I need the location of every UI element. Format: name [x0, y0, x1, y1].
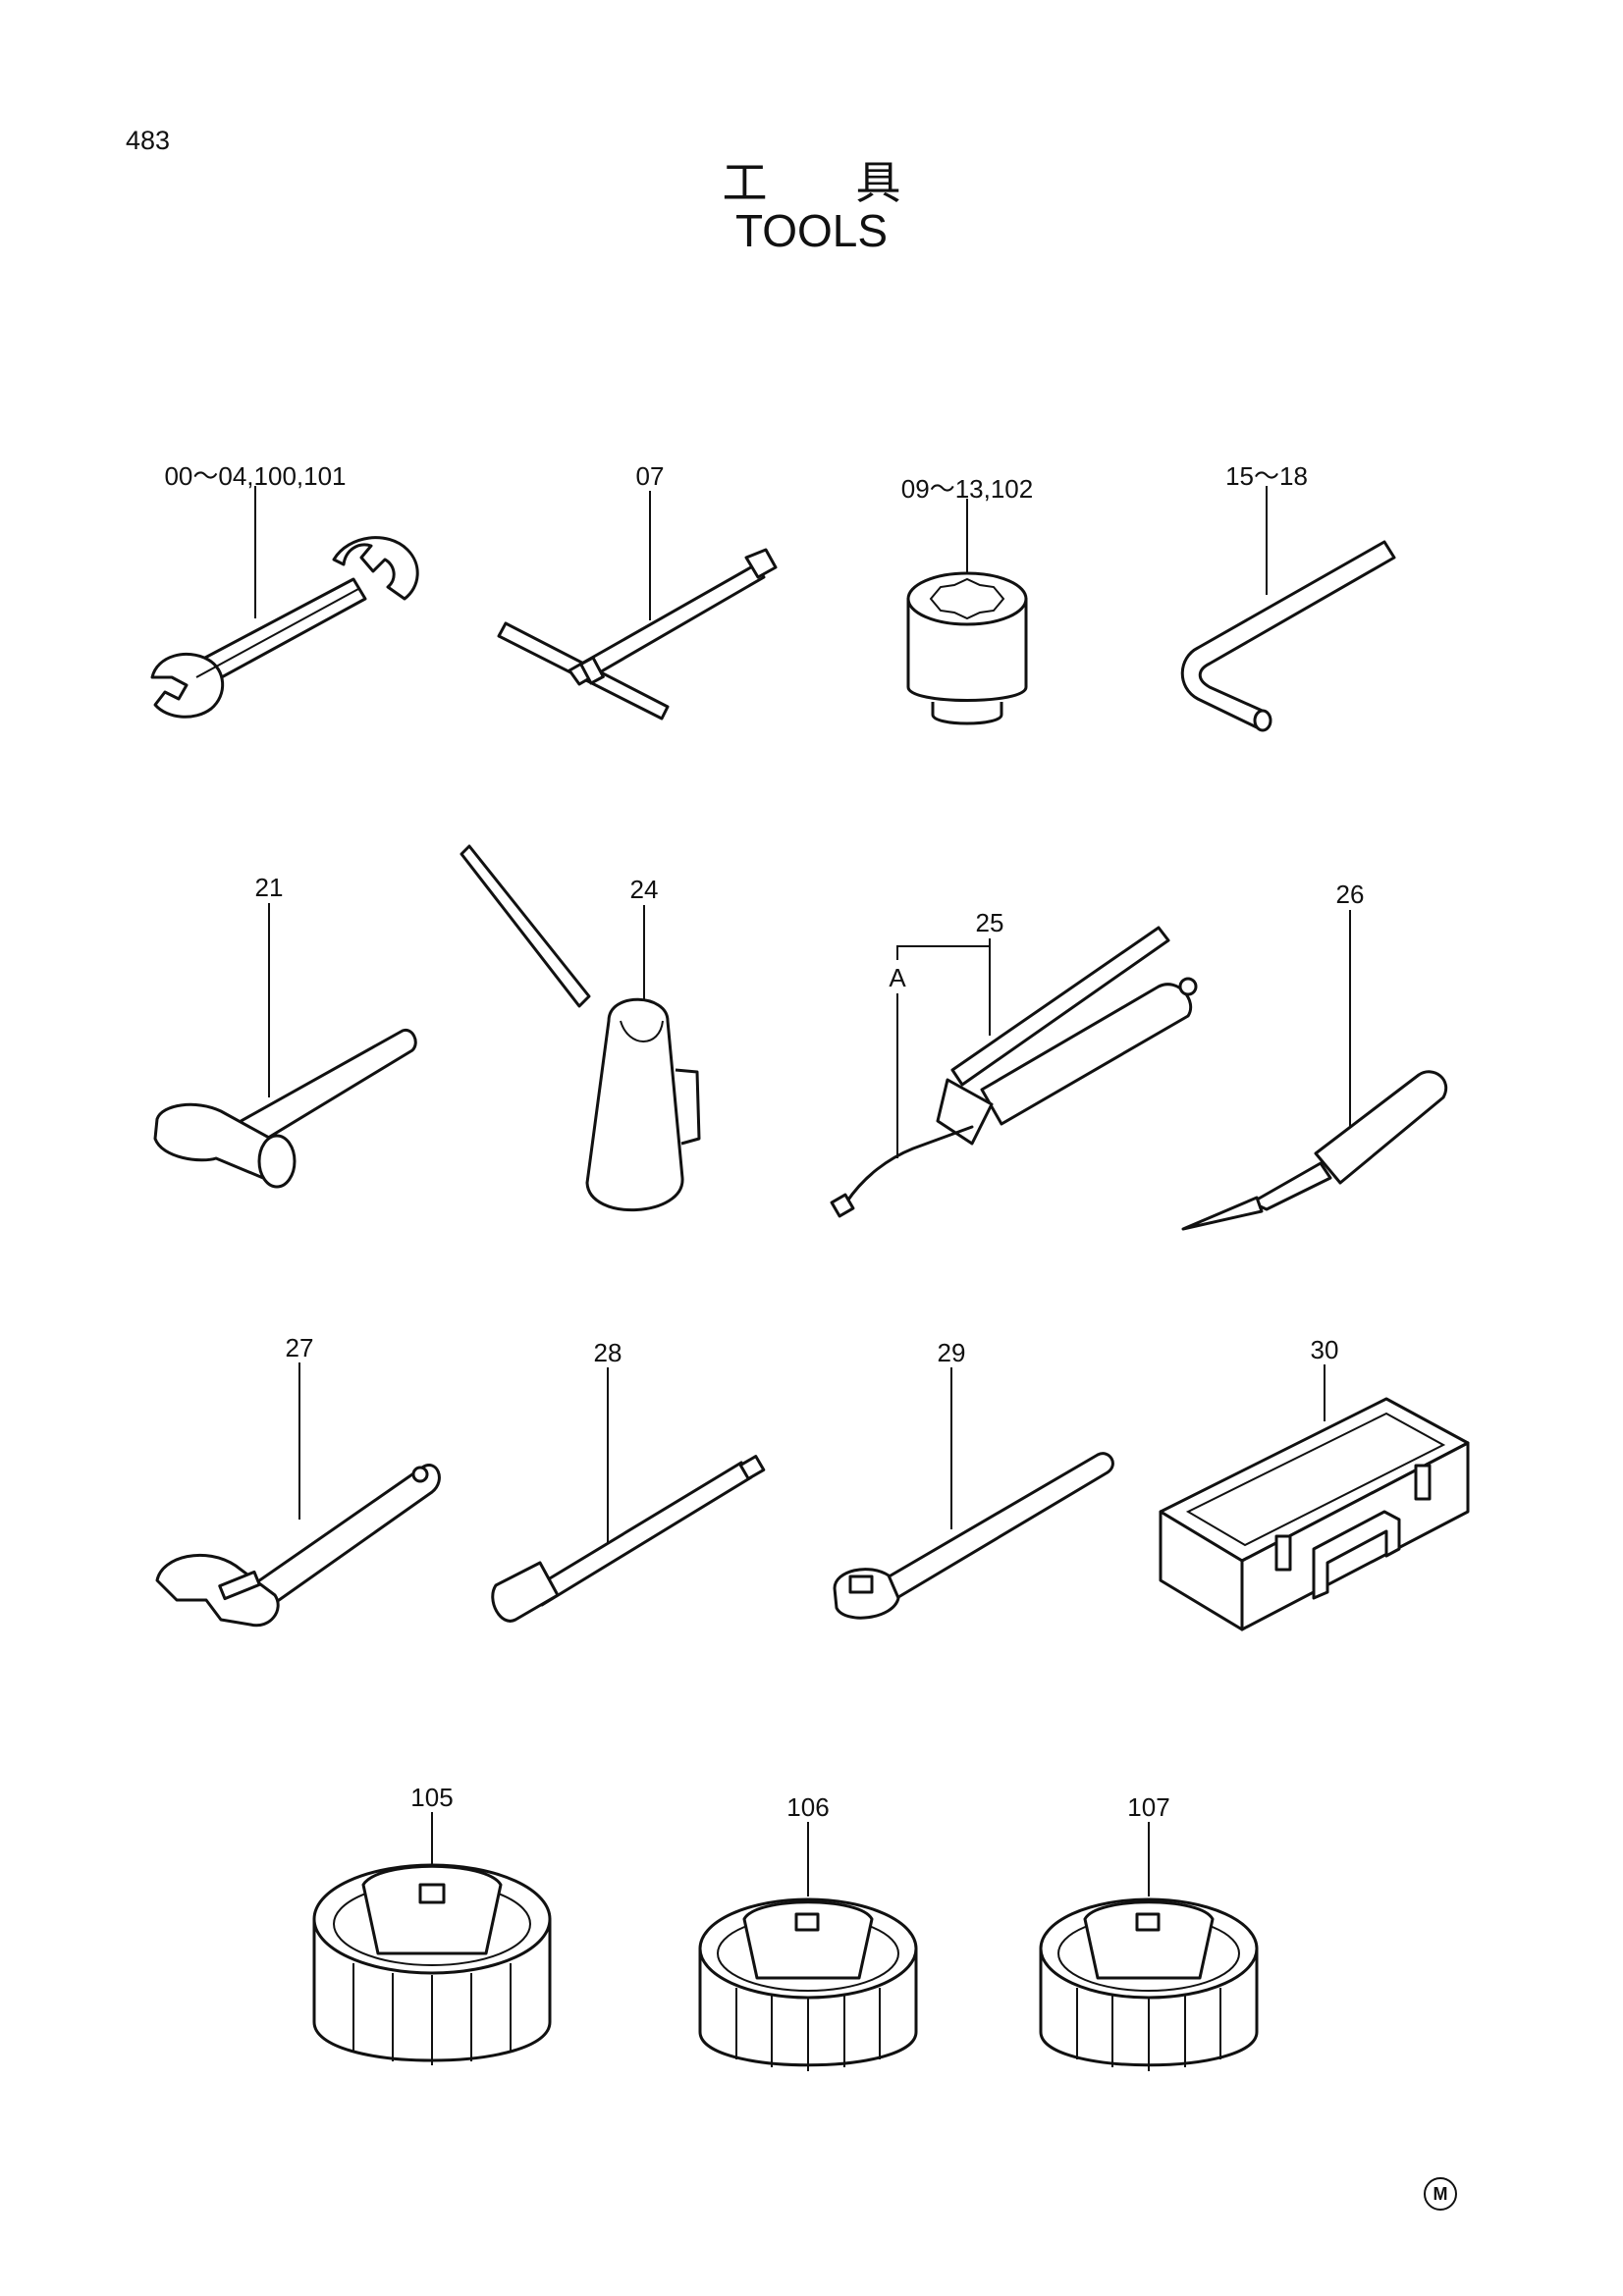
- t-handle-box-wrench-icon: [497, 548, 778, 721]
- callout-filter-wrench-107: 107: [1127, 1792, 1170, 1822]
- page-number: 483: [126, 126, 171, 155]
- callout-adjustable-wrench: 27: [285, 1333, 314, 1362]
- page-title: TOOLS: [734, 205, 889, 256]
- hammer-icon: [153, 1028, 417, 1189]
- callout-filter-wrench-105: 105: [410, 1783, 454, 1812]
- callout-extension-bar: 28: [593, 1338, 622, 1367]
- twelve-point-socket-icon: [906, 571, 1028, 725]
- callout-oil-can: 24: [629, 875, 659, 904]
- callout-tool-box: 30: [1310, 1335, 1339, 1364]
- leader-lines: [254, 486, 1351, 1896]
- filter-cap-wrench-icon: [1039, 1897, 1259, 2071]
- ratchet-handle-icon: [833, 1452, 1114, 1620]
- page-title-japanese: 工具: [722, 156, 990, 209]
- callout-grease-gun: 25: [975, 908, 1004, 937]
- callout-t-handle-wrench: 07: [635, 461, 665, 491]
- double-open-end-wrench-icon: [150, 536, 419, 719]
- callout-screwdriver: 26: [1335, 880, 1365, 909]
- screwdriver-icon: [1181, 1070, 1447, 1231]
- hex-key-icon: [1180, 540, 1396, 732]
- callout-hammer: 21: [254, 873, 284, 902]
- filter-cap-wrench-icon: [698, 1897, 918, 2071]
- corner-mark: M: [1424, 2177, 1457, 2211]
- tool-box-icon: [1159, 1397, 1470, 1631]
- adjustable-wrench-icon: [155, 1464, 441, 1628]
- extension-bar-icon: [491, 1455, 766, 1623]
- filter-cap-wrench-icon: [312, 1863, 552, 2065]
- callout-grease-gun-a: A: [889, 963, 906, 992]
- oil-can-icon: [460, 844, 701, 1211]
- grease-gun-icon: [830, 926, 1198, 1218]
- callout-filter-wrench-106: 106: [786, 1792, 830, 1822]
- callout-ratchet-handle: 29: [937, 1338, 966, 1367]
